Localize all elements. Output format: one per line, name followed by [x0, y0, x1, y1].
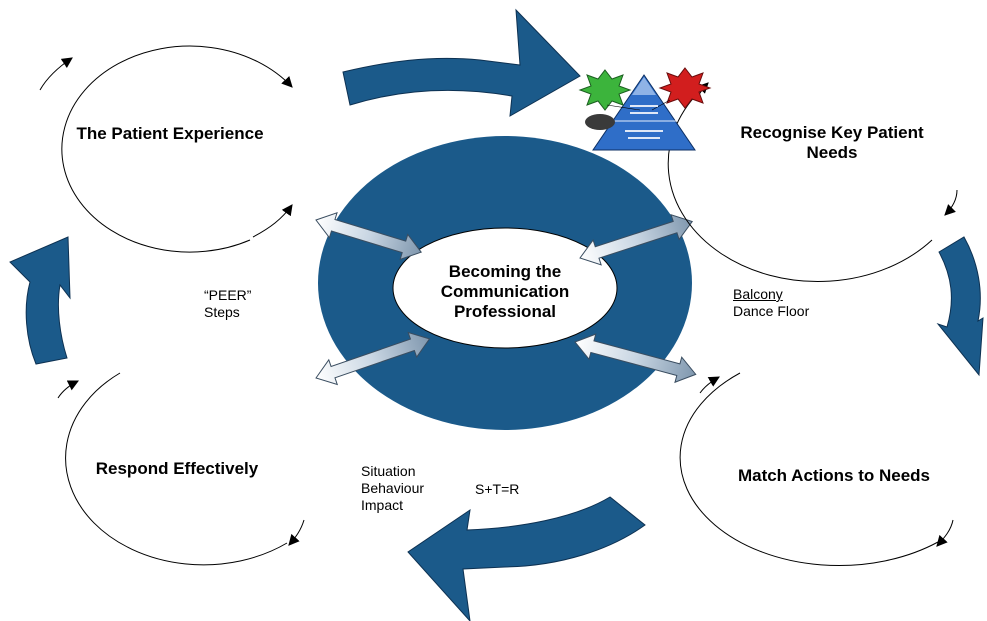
- balcony-note: Balcony Dance Floor: [733, 286, 809, 320]
- recognise-needs-line-2: Needs: [806, 143, 858, 162]
- double-arrow-bottom-left: [315, 331, 431, 386]
- dance-floor-label: Dance Floor: [733, 303, 810, 319]
- respond-effectively-circle: [65, 372, 288, 566]
- patient-experience-lower-arc: [252, 204, 293, 238]
- double-arrow-top-right: [579, 213, 694, 266]
- node-recognise-needs-label: Recognise Key Patient Needs: [722, 123, 942, 163]
- central-ring: [318, 136, 692, 430]
- center-title-line-3: Professional: [453, 302, 557, 321]
- sbi-line-1: Situation: [361, 463, 416, 479]
- iceberg-pyramid-icon: [578, 67, 712, 151]
- flow-arrow-right: [936, 236, 984, 377]
- match-actions-bottom-arrow: [936, 519, 954, 547]
- respond-effectively-top-arrow: [57, 380, 79, 399]
- flow-arrow-bottom: [407, 496, 646, 621]
- recognise-needs-arrow: [944, 189, 958, 216]
- str-formula: S+T=R: [475, 481, 520, 497]
- double-arrow-bottom-right: [574, 333, 697, 384]
- node-patient-experience-label: The Patient Experience: [76, 124, 264, 143]
- node-match-actions-label: Match Actions to Needs: [737, 466, 931, 485]
- sbi-note: Situation Behaviour Impact: [361, 463, 424, 514]
- match-actions-top-arrow: [699, 376, 720, 394]
- center-title-line-2: Communication: [440, 282, 570, 301]
- double-arrow-top-left: [315, 212, 423, 261]
- sbi-line-3: Impact: [361, 497, 404, 513]
- recognise-needs-circle: [667, 86, 933, 282]
- sbi-line-2: Behaviour: [361, 480, 425, 496]
- match-actions-circle: [679, 372, 939, 567]
- balcony-label: Balcony: [733, 286, 783, 302]
- peer-steps-note: “PEER” Steps: [204, 287, 251, 321]
- flow-arrow-left: [9, 236, 71, 365]
- patient-experience-top-arrow: [39, 57, 73, 91]
- peer-line-2: Steps: [204, 304, 240, 320]
- patient-experience-circle: [61, 45, 293, 253]
- center-title: Becoming the Communication Professional: [405, 262, 605, 322]
- recognise-needs-line-1: Recognise Key Patient: [740, 123, 924, 142]
- respond-effectively-bottom-arrow: [288, 519, 305, 546]
- node-respond-effectively-label: Respond Effectively: [95, 459, 259, 478]
- peer-line-1: “PEER”: [204, 287, 252, 303]
- flow-arrow-top: [342, 8, 581, 117]
- center-title-line-1: Becoming the: [448, 262, 562, 281]
